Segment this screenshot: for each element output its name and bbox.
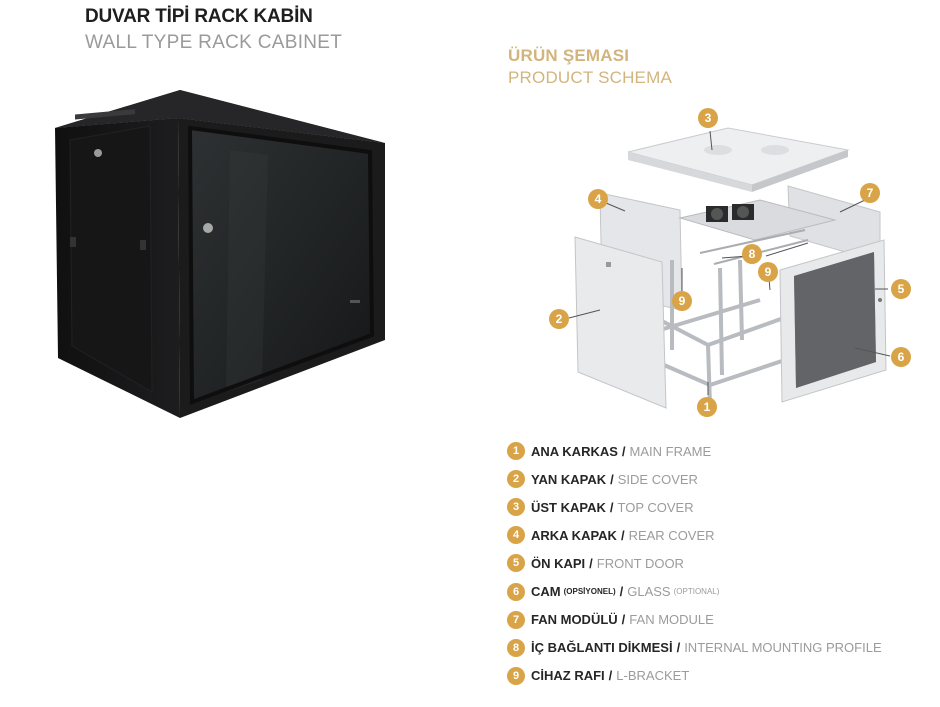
legend-separator: /: [620, 527, 625, 543]
legend-label-en: L-BRACKET: [616, 668, 690, 684]
fan-module-part: [678, 199, 837, 241]
legend-item: 9 CİHAZ RAFI / L-BRACKET: [507, 662, 882, 690]
legend-separator: /: [608, 668, 613, 684]
page-subtitle: WALL TYPE RACK CABINET: [85, 32, 343, 53]
legend-label-tr: ANA KARKAS: [531, 443, 618, 459]
legend-item: 1 ANA KARKAS / MAIN FRAME: [507, 437, 882, 465]
schema-subtitle: PRODUCT SCHEMA: [508, 68, 673, 87]
legend-label-en: REAR COVER: [628, 527, 715, 543]
number-badge: 8: [507, 638, 525, 657]
legend-separator: /: [621, 443, 626, 459]
legend-label-tr: YAN KAPAK: [531, 471, 607, 487]
legend-label-en: TOP COVER: [617, 499, 694, 515]
callout-9a: 9: [679, 294, 686, 308]
legend-separator: /: [621, 612, 626, 628]
number-badge: 6: [507, 582, 525, 601]
callout-8: 8: [749, 247, 756, 261]
callout-6: 6: [898, 350, 905, 364]
number-badge: 4: [507, 526, 525, 545]
legend-label-en: FAN MODULE: [629, 612, 714, 628]
legend-label-en: MAIN FRAME: [629, 443, 712, 459]
legend-separator: /: [609, 499, 614, 515]
legend-label-tr: ARKA KAPAK: [531, 527, 617, 543]
legend-label-tr: İÇ BAĞLANTI DİKMESİ: [531, 640, 673, 656]
legend-label-tr: CİHAZ RAFI: [531, 668, 605, 684]
legend-note-tr: (OPSİYONEL): [563, 587, 616, 597]
legend-separator: /: [610, 471, 614, 487]
callout-1: 1: [704, 400, 711, 414]
number-badge: 1: [507, 442, 525, 461]
page-title: DUVAR TİPİ RACK KABİN: [85, 6, 313, 27]
top-cover-part: [627, 127, 850, 192]
legend-label-tr: ÜST KAPAK: [531, 499, 606, 515]
legend-label-tr: ÖN KAPI: [531, 555, 586, 571]
legend-label-en: SIDE COVER: [617, 471, 698, 487]
callout-2: 2: [556, 312, 563, 326]
main-frame-part: [659, 259, 801, 406]
number-badge: 3: [507, 498, 525, 517]
legend-separator: /: [619, 584, 624, 600]
number-badge: 2: [507, 470, 525, 489]
callout-5: 5: [898, 282, 905, 296]
parts-legend: 1 ANA KARKAS / MAIN FRAME 2 YAN KAPAK / …: [507, 437, 882, 690]
number-badge: 7: [507, 610, 525, 629]
side-cover-part: [574, 236, 667, 409]
legend-item: 5 ÖN KAPI / FRONT DOOR: [507, 549, 882, 577]
legend-note-en: (OPTIONAL): [673, 587, 720, 597]
legend-label-tr: FAN MODÜLÜ: [531, 612, 618, 628]
legend-label-en: INTERNAL MOUNTING PROFILE: [684, 640, 882, 656]
legend-item: 6 CAM (OPSİYONEL) / GLASS (OPTIONAL): [507, 577, 882, 605]
number-badge: 9: [507, 666, 525, 685]
legend-item: 8 İÇ BAĞLANTI DİKMESİ / INTERNAL MOUNTIN…: [507, 634, 882, 662]
callout-7: 7: [867, 186, 874, 200]
legend-label-en: FRONT DOOR: [596, 555, 684, 571]
number-badge: 5: [507, 554, 525, 573]
cabinet-photo: [55, 90, 385, 418]
legend-separator: /: [676, 640, 681, 656]
legend-separator: /: [589, 555, 593, 571]
callout-4: 4: [595, 192, 602, 206]
legend-item: 4 ARKA KAPAK / REAR COVER: [507, 521, 882, 549]
legend-item: 2 YAN KAPAK / SIDE COVER: [507, 465, 882, 493]
product-schema-diagram: 3 4 7 8 9 9 2 5 6 1: [549, 108, 911, 417]
front-door-part: [779, 239, 887, 403]
schema-title: ÜRÜN ŞEMASI: [508, 46, 630, 65]
legend-label-en: GLASS: [627, 584, 671, 600]
callout-3: 3: [705, 111, 712, 125]
legend-label-tr: CAM: [531, 584, 561, 600]
callout-9b: 9: [765, 265, 772, 279]
legend-item: 7 FAN MODÜLÜ / FAN MODULE: [507, 606, 882, 634]
legend-item: 3 ÜST KAPAK / TOP COVER: [507, 493, 882, 521]
